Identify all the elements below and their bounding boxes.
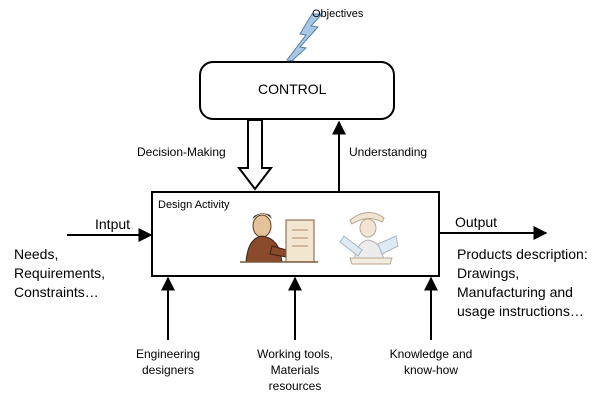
input-item: Needs, (14, 246, 59, 262)
inputs-list: Needs, Requirements, Constraints… (14, 245, 105, 302)
objectives-label: Objectives (312, 8, 364, 20)
output-item: Products description: (457, 246, 588, 262)
control-label: CONTROL (258, 81, 327, 97)
engineering-designers-label: Engineering designers (135, 347, 201, 377)
control-box (199, 61, 395, 120)
output-item: Manufacturing and (457, 284, 573, 300)
decision-making-label: Decision-Making (137, 145, 226, 159)
designer-clipart (240, 213, 318, 263)
input-item: Constraints… (14, 284, 99, 300)
output-item: usage instructions… (457, 303, 584, 319)
output-item: Drawings, (457, 265, 520, 281)
input-label: Intput (95, 216, 131, 232)
lightning-icon (285, 13, 324, 67)
input-item: Requirements, (14, 265, 106, 281)
decision-making-arrow (236, 119, 274, 191)
working-tools-label: Working tools, Materials resources (257, 347, 333, 393)
knowledge-label: Knowledge and know-how (389, 347, 473, 377)
design-activity-label: Design Activity (158, 199, 230, 211)
understanding-label: Understanding (349, 145, 428, 159)
output-label: Output (455, 214, 498, 230)
engineer-clipart (339, 212, 399, 265)
outputs-list: Products description: Drawings, Manufact… (457, 245, 588, 321)
